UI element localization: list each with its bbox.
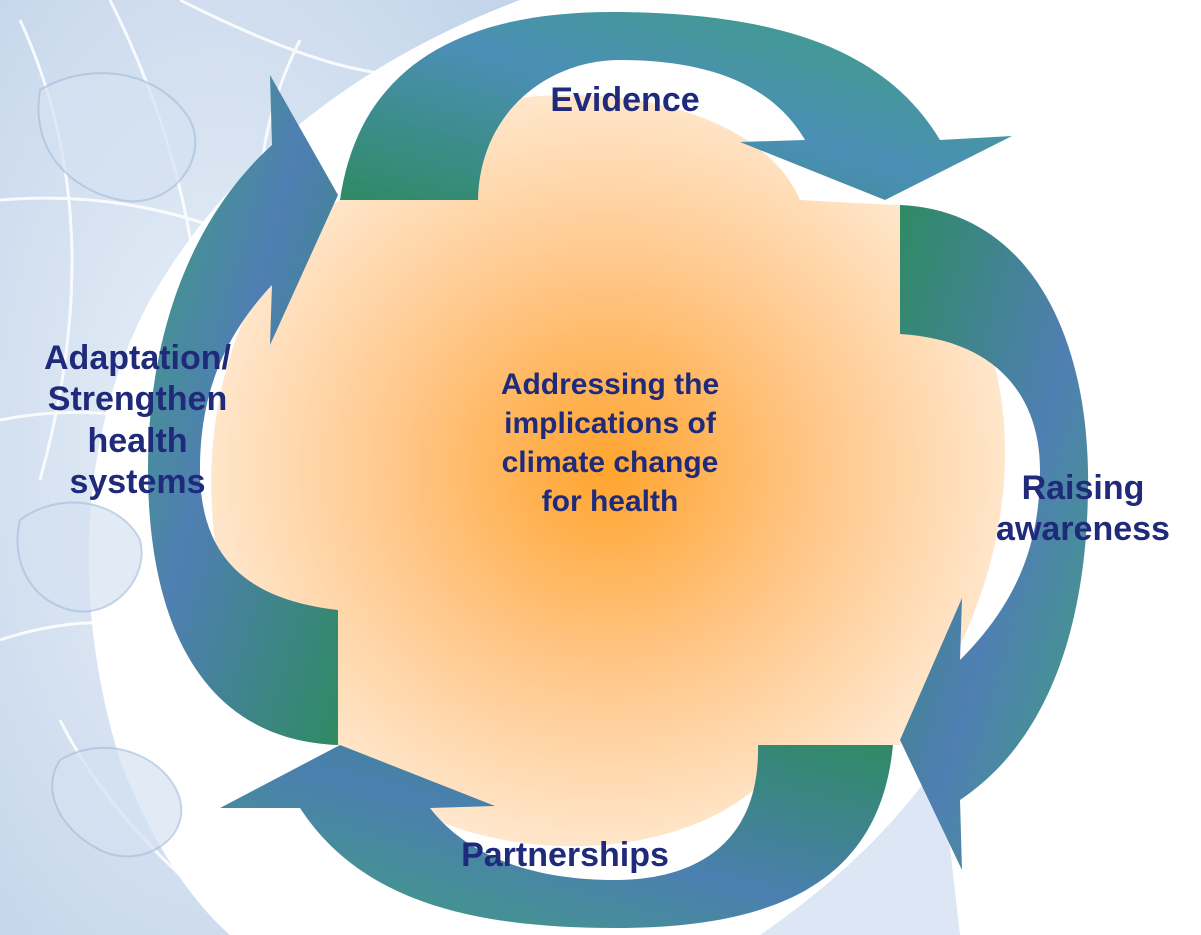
arrow-partnerships xyxy=(220,745,893,928)
arrow-adaptation xyxy=(148,75,338,745)
arrow-evidence xyxy=(340,11,1012,200)
center-glow-shape xyxy=(211,95,1006,847)
center-statement: Addressing the implications of climate c… xyxy=(500,368,720,518)
stage-label-evidence: Evidence xyxy=(550,81,700,119)
stage-label-partnerships: Partnerships xyxy=(461,836,669,874)
stage-label-raising-awareness: Raising awareness xyxy=(996,469,1170,549)
arrow-raising-awareness xyxy=(900,205,1089,870)
stage-label-adaptation: Adaptation/ Strengthen health systems xyxy=(44,339,231,502)
